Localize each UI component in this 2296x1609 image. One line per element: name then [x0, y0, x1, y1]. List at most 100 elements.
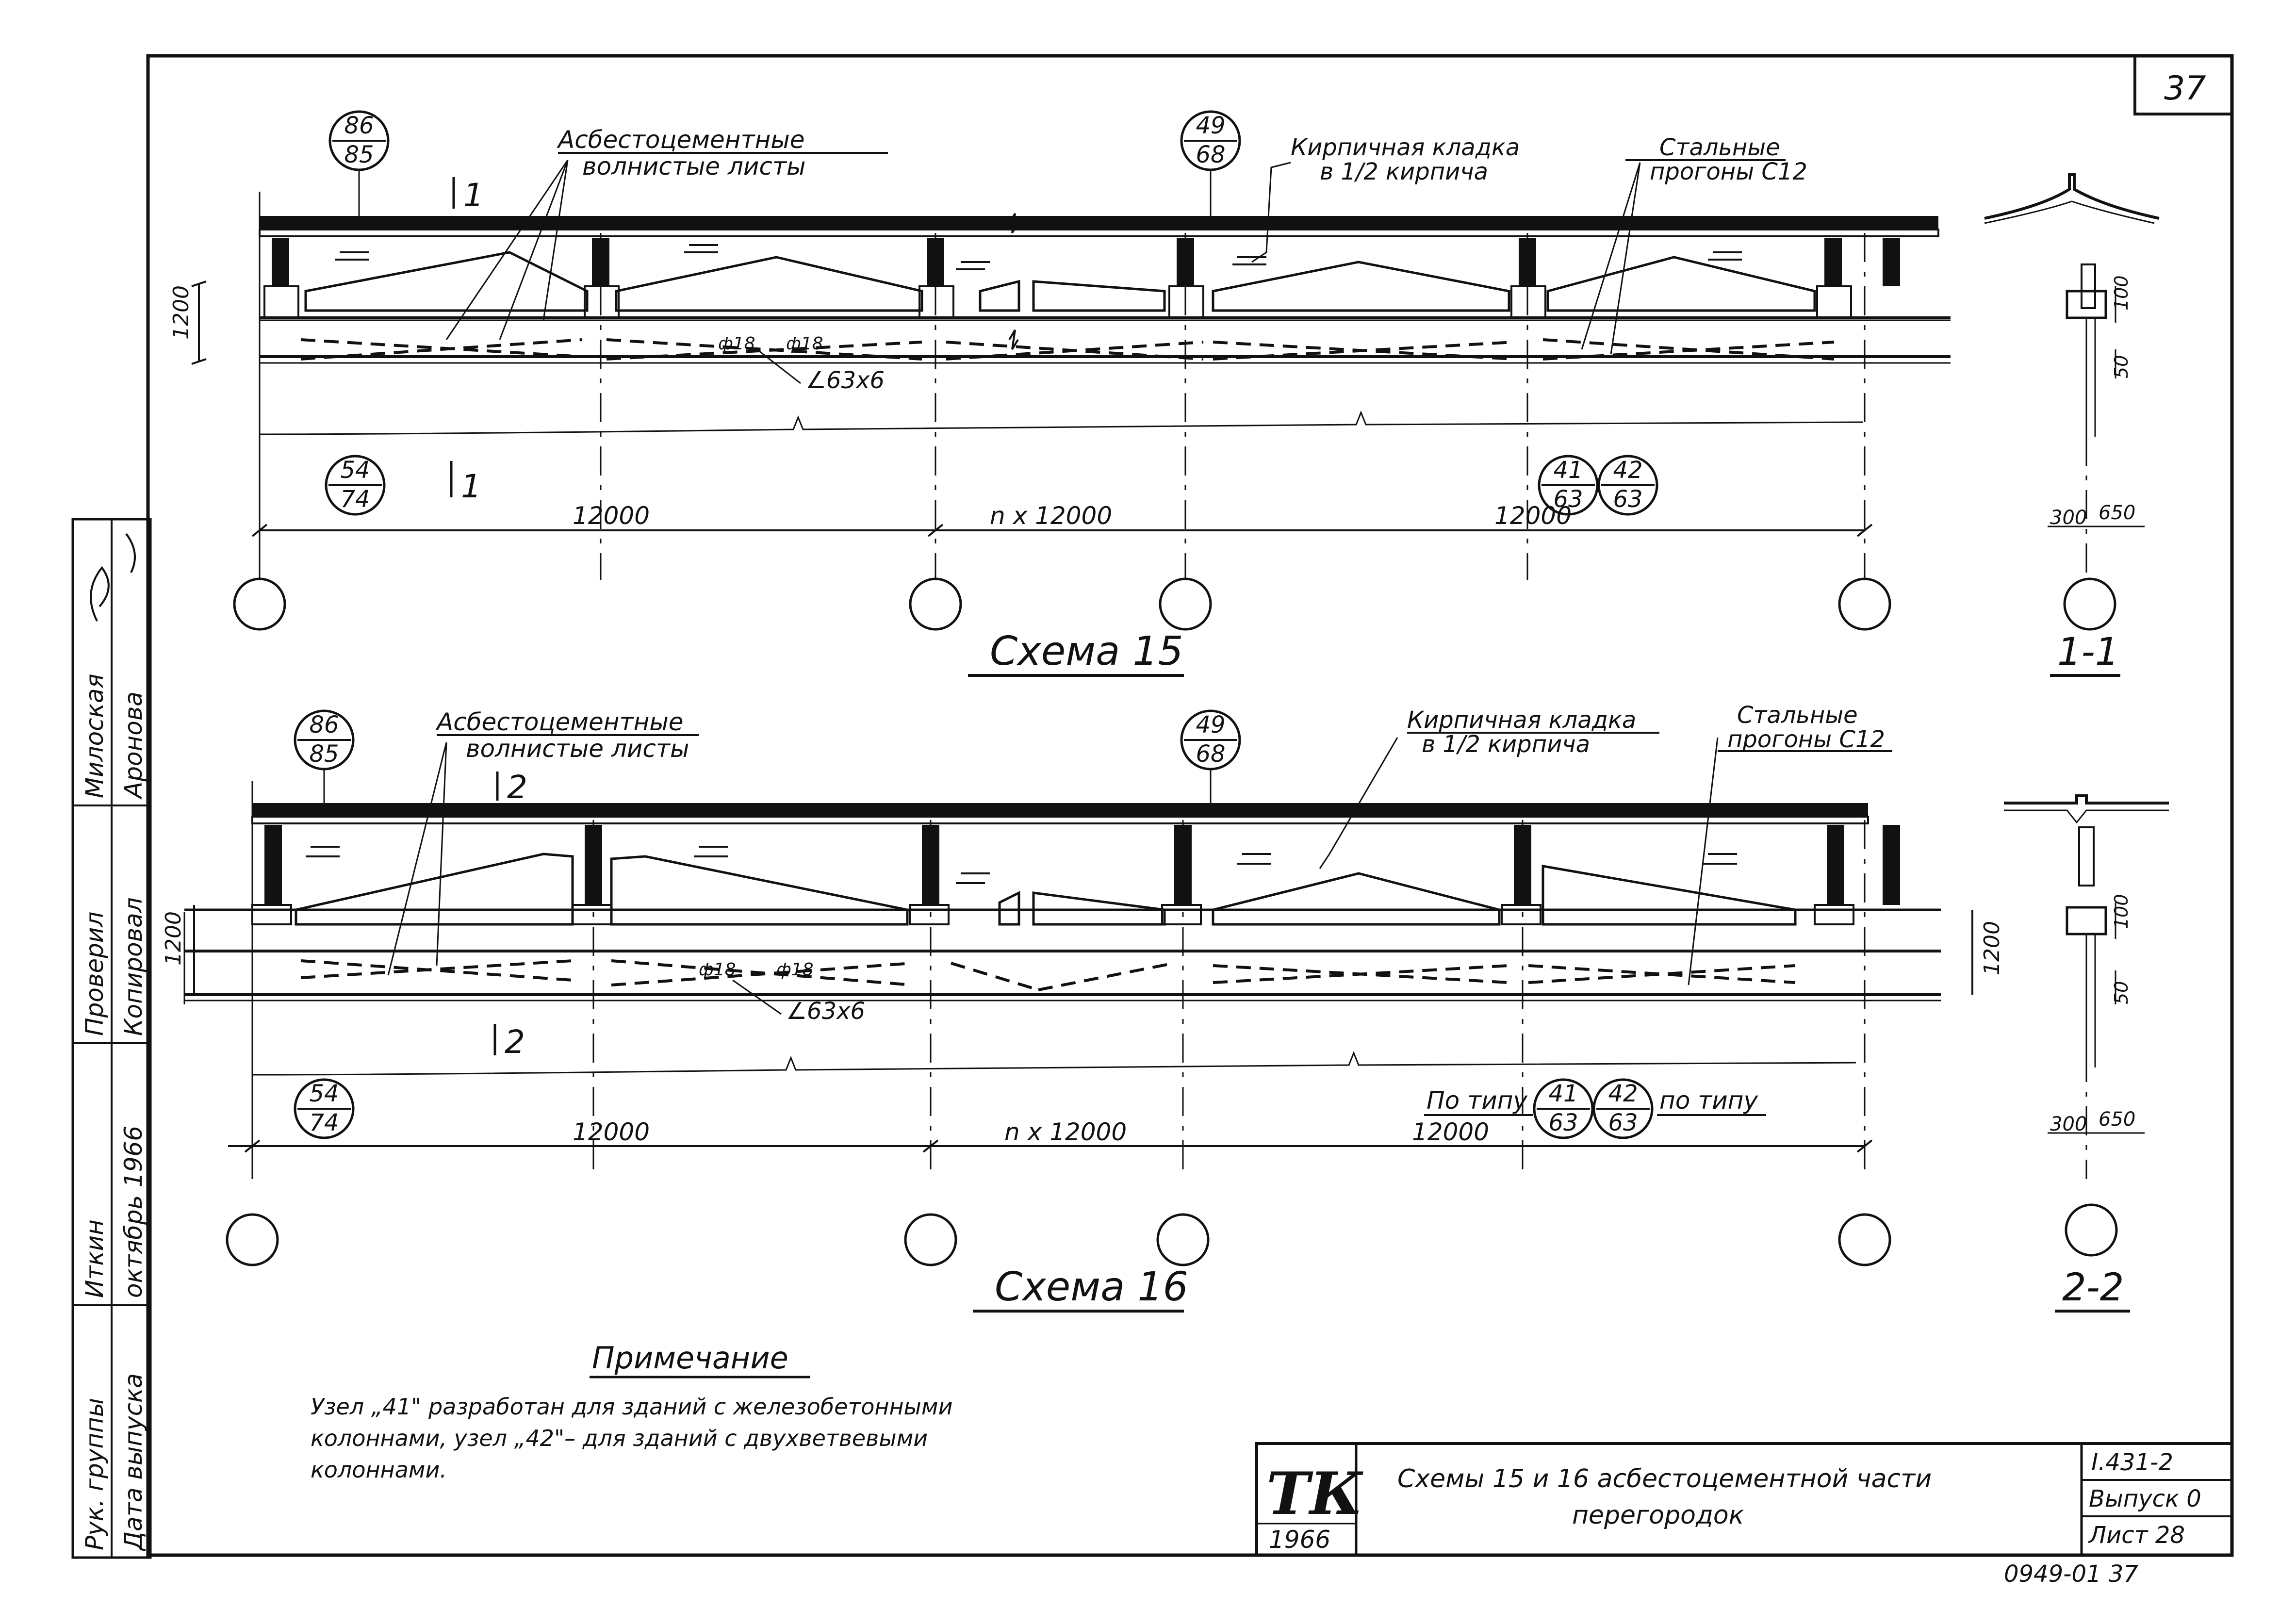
scheme-16: 1200 1200 12000 n x 12000 12000 86 85 49…: [161, 702, 2087, 1313]
cut-mark-top: 1: [452, 177, 484, 214]
truss: [1032, 891, 1166, 926]
callout-asbestos-line1: Асбестоцементные: [435, 708, 684, 736]
title-block-code: I.431-2: [2091, 1449, 2173, 1476]
axis-circle: [1838, 577, 1891, 631]
axis-circle: [2065, 1203, 2118, 1257]
svg-text:49: 49: [1196, 711, 1225, 739]
node-callout-top-mid: 49 68: [1180, 110, 1241, 216]
truss: [979, 279, 1020, 312]
dim-650: 650: [2099, 502, 2135, 524]
callout-purlins-line1: Стальные: [1737, 702, 1858, 729]
svg-text:74: 74: [340, 486, 370, 513]
callout-brick-line1: Кирпичная кладка: [1407, 706, 1636, 734]
truss: [610, 855, 909, 926]
svg-text:63: 63: [1548, 1109, 1578, 1136]
scheme-16-title: Схема 16: [995, 1264, 1188, 1310]
axis-circle: [1838, 1213, 1891, 1266]
section-2-2: 100 50 300 650 2-2: [2004, 794, 2169, 1313]
by-type-right: по типу: [1659, 1086, 1758, 1115]
stamp-col2-bottom: октябрь 1966: [119, 1126, 148, 1298]
svg-text:68: 68: [1196, 141, 1225, 168]
callout-asbestos-line2: волнистые листы: [582, 152, 806, 181]
column: [918, 238, 954, 319]
bar-label-a: ф18: [699, 960, 736, 980]
node-callout-41: 41 63: [1533, 1078, 1594, 1139]
axis-circle: [909, 577, 962, 631]
stamp-col1-bottom: Дата выпуска: [119, 1373, 148, 1551]
by-type-left: По типу: [1427, 1086, 1528, 1115]
column: [1883, 825, 1900, 905]
node-callout-bottom-left: 54 74: [325, 455, 386, 516]
brick-hatch: [306, 846, 1737, 884]
axis-circle: [1156, 1213, 1210, 1266]
dim-span-left: 12000: [573, 502, 650, 530]
side-stamp: Рук. группы Дата выпуска Иткин октябрь 1…: [71, 518, 152, 1559]
callout-brick-line2: в 1/2 кирпича: [1422, 731, 1590, 758]
node-callout-bottom-left: 54 74: [294, 1078, 355, 1139]
svg-text:85: 85: [309, 740, 339, 768]
stamp-col2-top: Иткин: [81, 1219, 109, 1298]
cut-mark-top: 2: [496, 769, 527, 806]
svg-text:85: 85: [344, 141, 374, 168]
callout-purlins-line1: Стальные: [1659, 134, 1780, 161]
title-block-logo: ТК: [1266, 1460, 1363, 1528]
cut-mark-bottom: 2: [493, 1023, 525, 1061]
scheme-15-title: Схема 15: [990, 628, 1183, 674]
node-callout-top-mid: 49 68: [1180, 709, 1241, 803]
svg-text:42: 42: [1613, 457, 1642, 484]
truss: [1542, 865, 1797, 926]
roof-slab: [260, 216, 1938, 230]
svg-text:2: 2: [505, 1023, 525, 1061]
truss: [304, 251, 589, 312]
stamp-col1-top: Рук. группы: [81, 1398, 109, 1550]
angle-label: ∠63х6: [805, 367, 885, 394]
callout-asbestos-line1: Асбестоцементные: [557, 126, 805, 154]
column: [1883, 238, 1900, 286]
dim-650: 650: [2099, 1108, 2135, 1131]
title-block-sheet: Лист 28: [2088, 1522, 2185, 1549]
svg-text:68: 68: [1196, 740, 1225, 768]
page-number-box: [2133, 54, 2233, 115]
note-heading: Примечание: [592, 1340, 788, 1376]
node-callout-42: 42 63: [1597, 455, 1658, 516]
dim-300: 300: [2050, 507, 2087, 529]
stamp-col3-bottom: Копировал: [119, 897, 148, 1036]
svg-text:41: 41: [1553, 457, 1583, 484]
truss: [1212, 261, 1510, 312]
node-callout-42: 42 63: [1592, 1078, 1654, 1139]
dim-height: 1200: [169, 285, 194, 340]
truss: [615, 256, 923, 312]
dim-span-right: 12000: [1412, 1118, 1489, 1146]
bar-label-b: ф18: [776, 960, 814, 980]
callout-purlins-line2: прогоны С12: [1650, 158, 1807, 185]
svg-text:1: 1: [461, 468, 481, 505]
title-block-issue: Выпуск 0: [2089, 1485, 2201, 1512]
callout-brick-line2: в 1/2 кирпича: [1320, 158, 1488, 185]
truss: [295, 853, 574, 926]
column: [1510, 238, 1546, 319]
svg-text:2: 2: [507, 769, 527, 806]
stamp-col4-bottom: Аронова: [119, 691, 148, 800]
dim-50: 50: [2111, 981, 2132, 1004]
signature-mark: [90, 533, 136, 622]
svg-text:63: 63: [1613, 486, 1642, 513]
axis-circle: [1159, 577, 1212, 631]
svg-text:54: 54: [309, 1080, 339, 1107]
truss: [1032, 280, 1166, 312]
roof-slab: [252, 803, 1868, 817]
axis-circle: [233, 577, 286, 631]
dim-span-left: 12000: [573, 1118, 650, 1146]
brick-hatch: [335, 244, 1742, 270]
dim-span-right: 12000: [1494, 502, 1572, 530]
column: [584, 238, 620, 319]
svg-text:63: 63: [1608, 1109, 1638, 1136]
svg-text:74: 74: [309, 1109, 339, 1136]
stamp-col3-top: Проверил: [81, 912, 109, 1036]
axis-circle: [2063, 577, 2116, 631]
callout-brick-line1: Кирпичная кладка: [1291, 134, 1520, 161]
bar-label-a: ф18: [718, 334, 755, 354]
angle-label: ∠63х6: [786, 998, 865, 1025]
note-line1: Узел „41" разработан для зданий с железо…: [311, 1394, 952, 1420]
dim-50: 50: [2111, 355, 2132, 378]
